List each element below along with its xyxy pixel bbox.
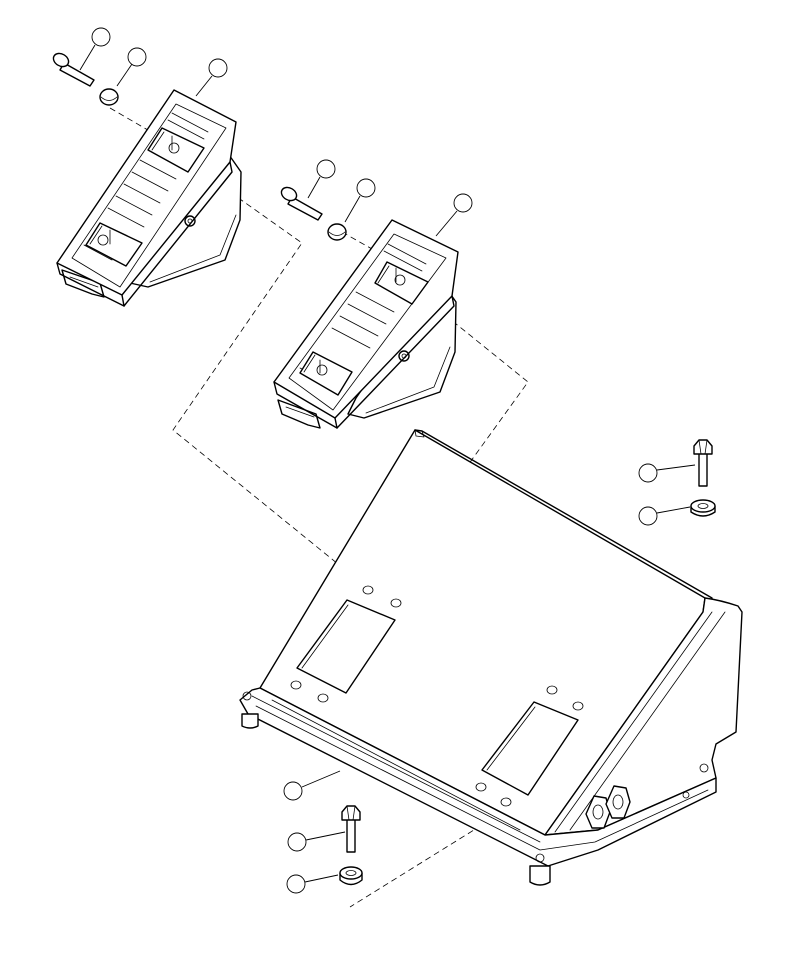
callout-8 bbox=[638, 506, 691, 526]
callout-5 bbox=[344, 178, 376, 223]
callout-9 bbox=[283, 770, 341, 801]
bolt-middle bbox=[280, 186, 323, 221]
base-platform bbox=[239, 429, 743, 886]
callout-11 bbox=[286, 874, 339, 894]
washer-top-left bbox=[99, 88, 119, 106]
callout-2 bbox=[116, 47, 147, 87]
pedal-right bbox=[273, 219, 459, 429]
callout-7 bbox=[638, 463, 696, 483]
callout-4 bbox=[307, 159, 336, 199]
bolt-right bbox=[693, 439, 713, 487]
hardware bbox=[52, 52, 716, 886]
bolt-bottom bbox=[341, 805, 361, 853]
nut-right bbox=[690, 499, 716, 517]
callout-3 bbox=[195, 58, 228, 97]
callouts bbox=[79, 27, 696, 894]
nut-bottom bbox=[339, 866, 363, 886]
bolt-top-left bbox=[52, 52, 95, 87]
washer-middle bbox=[327, 223, 347, 241]
callout-6 bbox=[435, 193, 473, 237]
callout-10 bbox=[287, 831, 346, 852]
pedal-left bbox=[56, 89, 242, 307]
callout-1 bbox=[79, 27, 111, 71]
